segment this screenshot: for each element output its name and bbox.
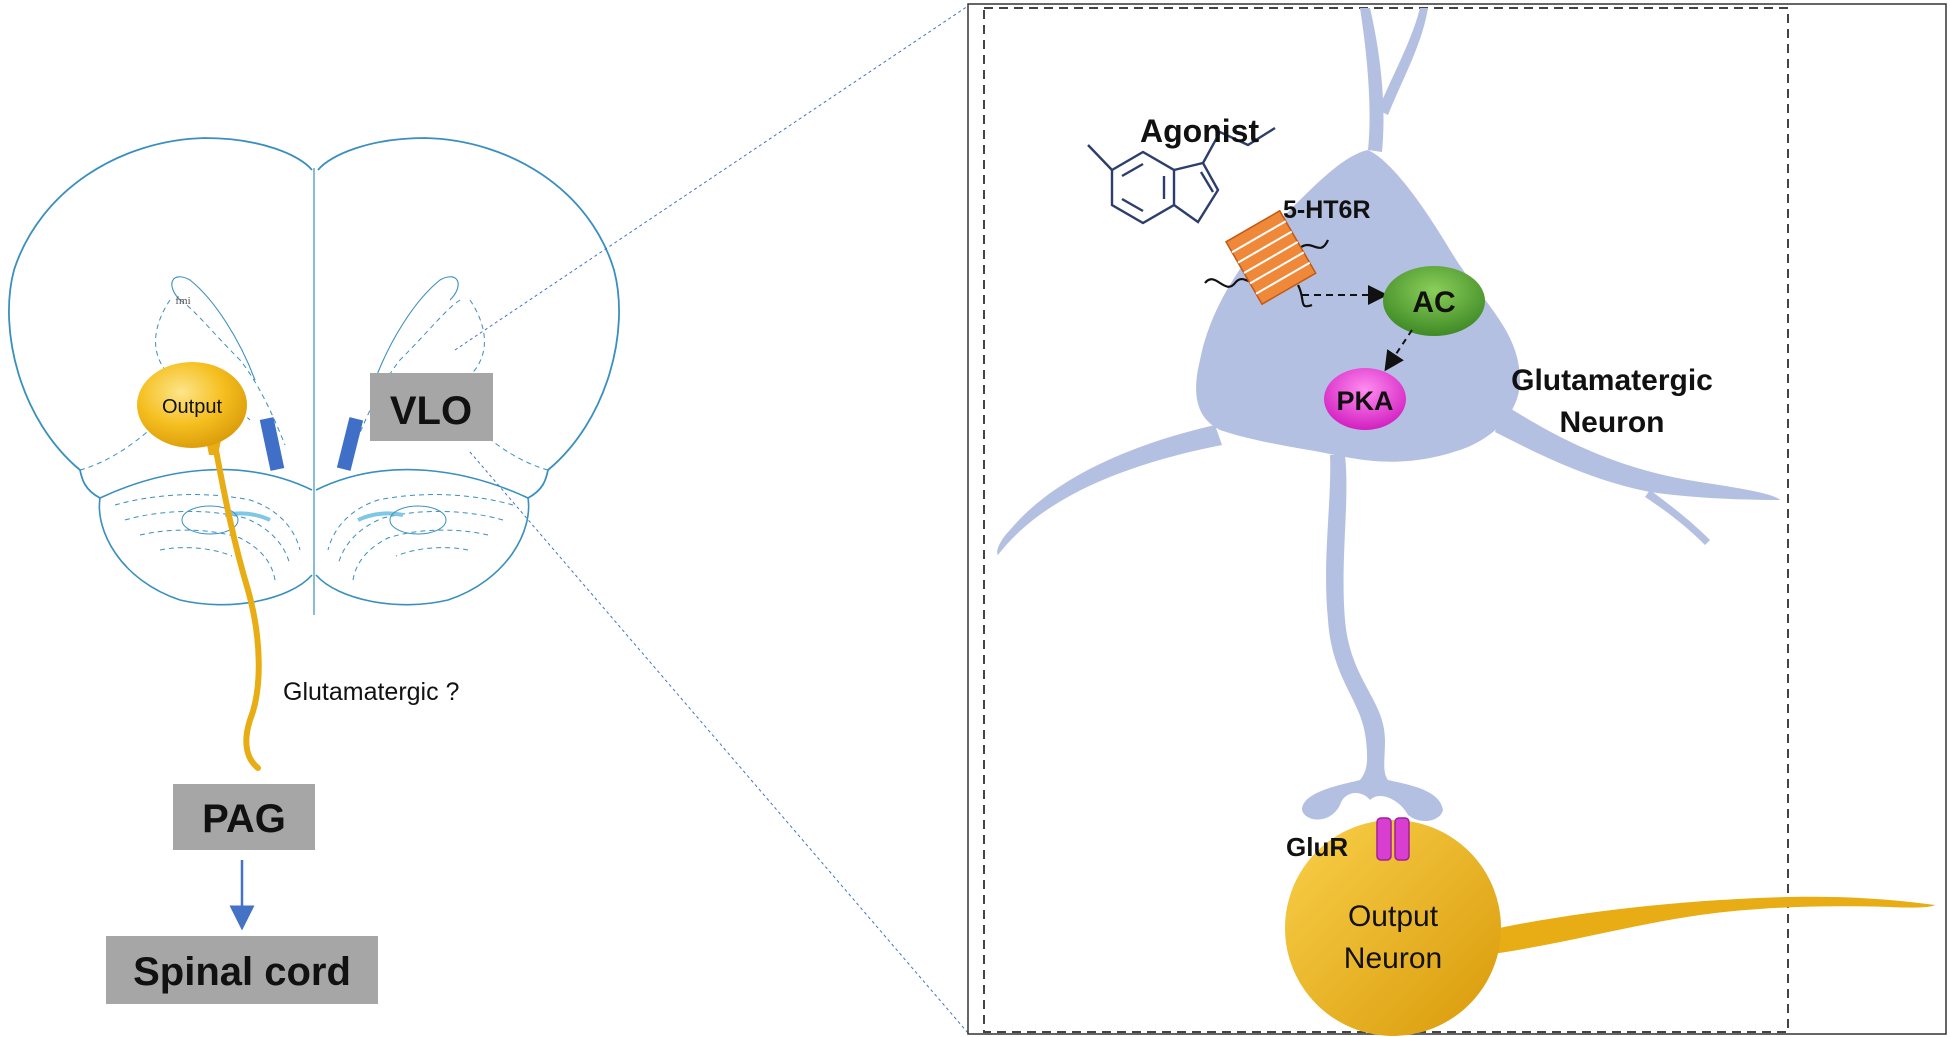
pka-node: [1324, 368, 1406, 430]
neuron-label-line1: Glutamatergic: [1511, 364, 1713, 397]
ac-node: [1383, 266, 1485, 336]
output-cell: [137, 362, 247, 448]
zoom-line-bottom: [469, 451, 969, 1034]
zoom-frame: [967, 3, 1947, 1035]
brain-section: [8, 137, 620, 615]
glur-label: GluR: [1286, 832, 1348, 862]
dashed-inset-frame: [983, 7, 1789, 1033]
pka-label: PKA: [1336, 386, 1393, 416]
receptor-5ht6r: [1204, 209, 1330, 308]
spinal-cord-box: [106, 936, 378, 1004]
output-neuron-line2: Neuron: [1344, 942, 1442, 975]
pag-box: [173, 784, 315, 850]
glur-receptor: [1376, 817, 1410, 861]
fmi-label: fmi: [175, 295, 190, 307]
vlo-box: [370, 373, 493, 441]
pag-label: PAG: [202, 797, 286, 841]
output-neuron-line1: Output: [1348, 900, 1439, 933]
agonist-molecule: [1087, 126, 1276, 225]
agonist-label: Agonist: [1140, 113, 1259, 149]
receptor-label: 5-HT6R: [1283, 196, 1371, 224]
spinal-cord-label: Spinal cord: [133, 950, 351, 994]
ac-to-pka-arrow: [1384, 329, 1413, 372]
output-cell-label: Output: [162, 396, 222, 418]
electrode-left: [259, 417, 285, 471]
projection-fiber: [209, 427, 262, 771]
neuron-label-line2: Neuron: [1560, 406, 1665, 439]
vlo-label: VLO: [390, 389, 472, 433]
zoom-line-top: [454, 5, 969, 351]
output-neuron: [1285, 820, 1501, 1036]
projection-label: Glutamatergic ?: [283, 678, 459, 706]
electrode-right: [336, 417, 364, 471]
output-neuron-axon: [1485, 896, 1935, 955]
ac-label: AC: [1412, 286, 1455, 319]
